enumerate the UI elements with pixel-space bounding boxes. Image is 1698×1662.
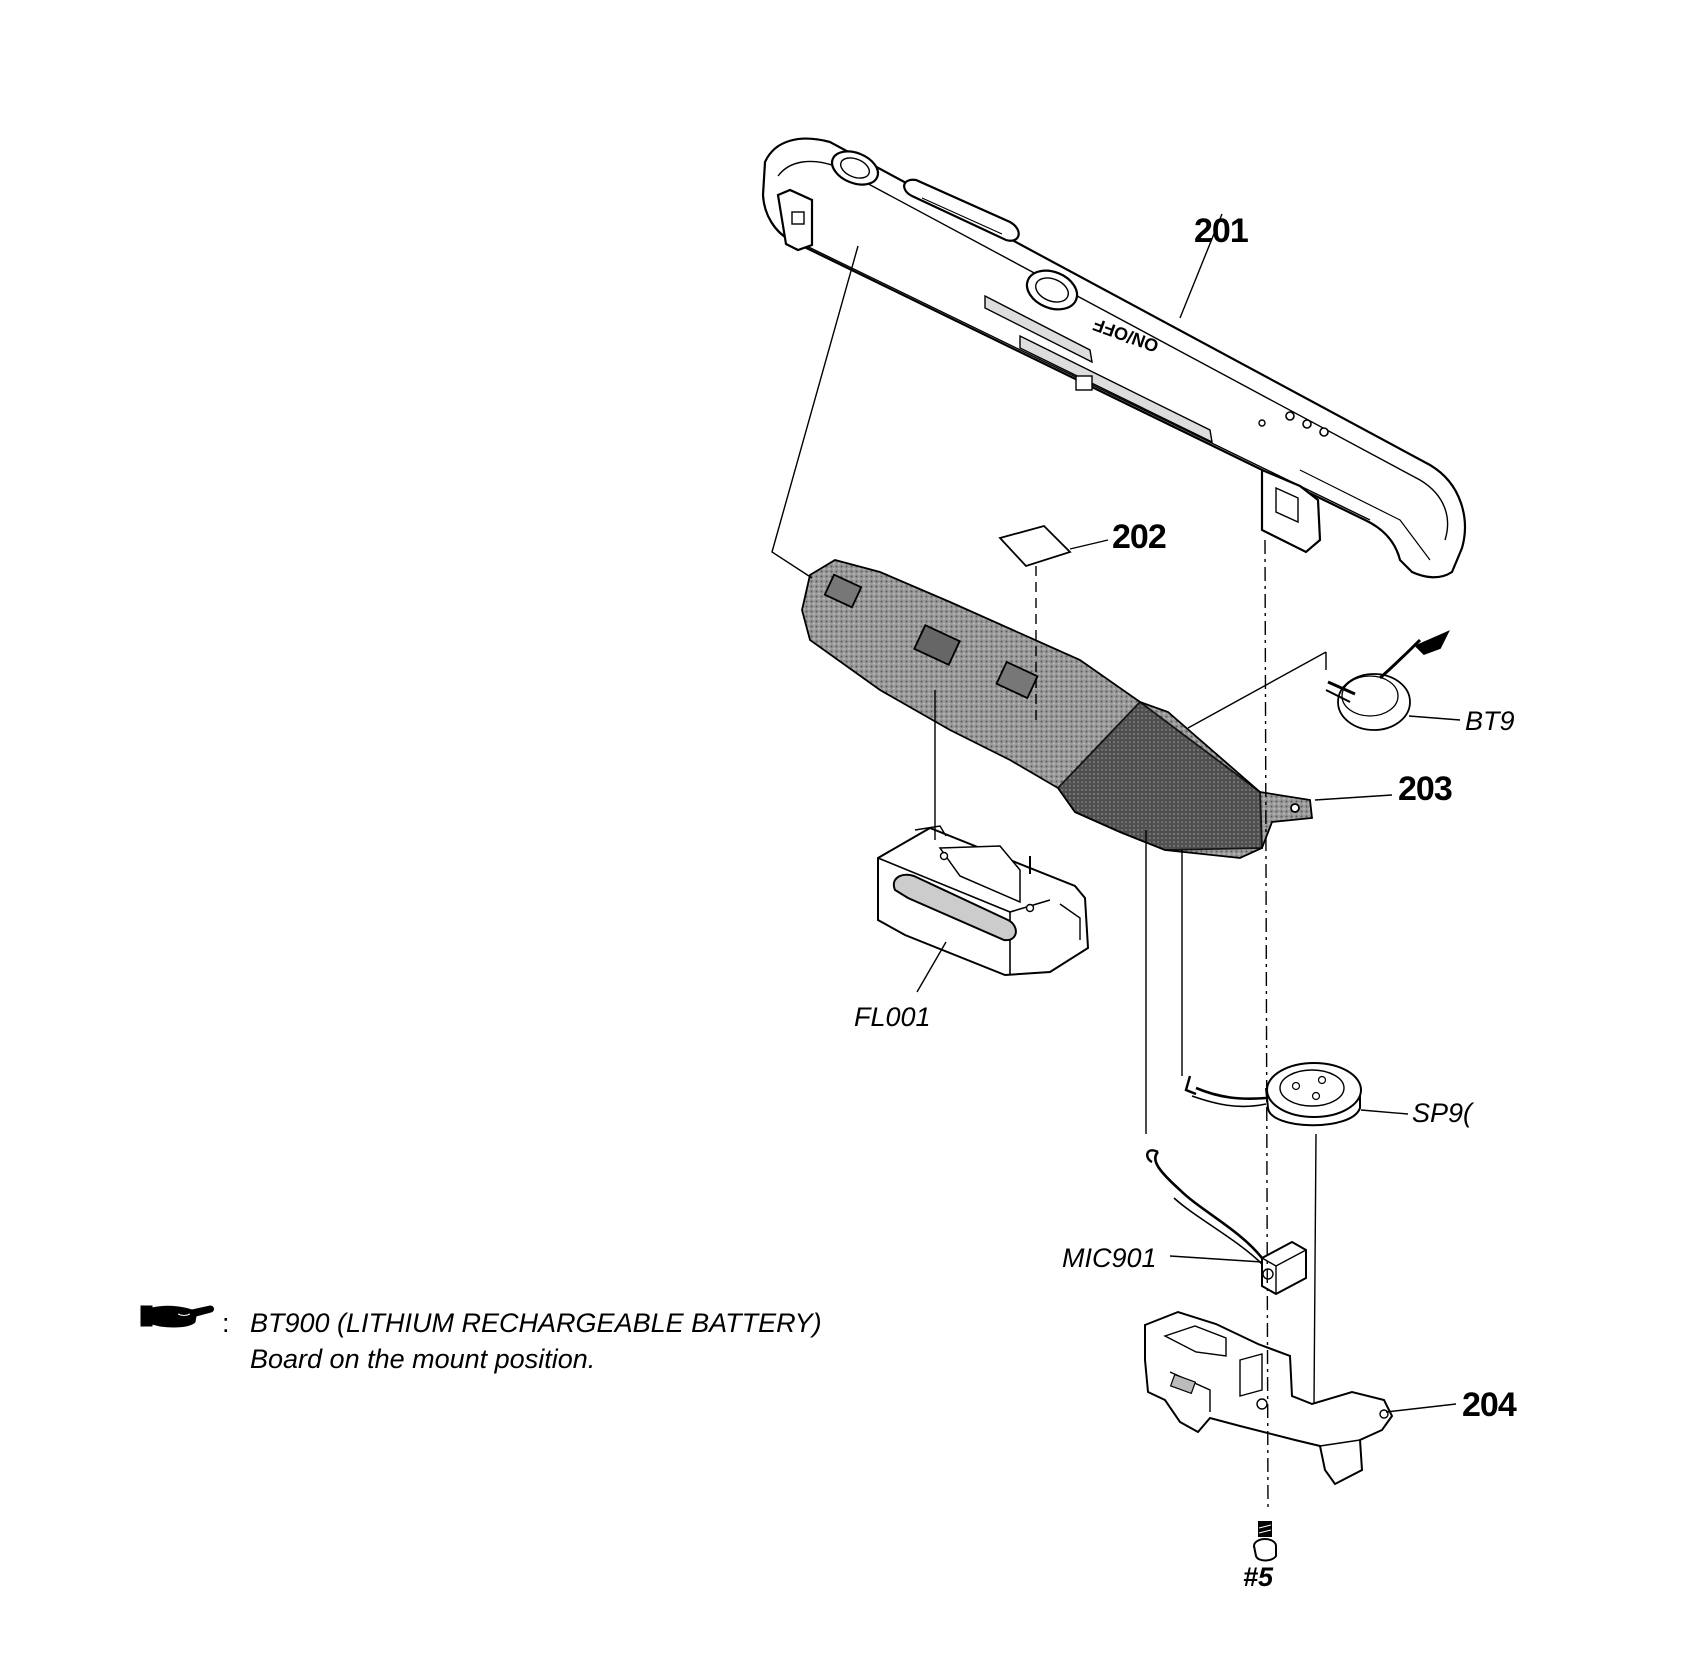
label-201: 201 — [1194, 212, 1249, 250]
label-204: 204 — [1462, 1386, 1517, 1424]
screw-5 — [1253, 1521, 1277, 1562]
note-line-2: Board on the mount position. — [250, 1344, 596, 1374]
label-fl001: FL001 — [854, 1002, 931, 1032]
top-cover-201 — [761, 137, 1466, 579]
coin-battery-bt9 — [1325, 630, 1450, 731]
pointing-hand-icon — [140, 1305, 214, 1328]
note-line-1: BT900 (LITHIUM RECHARGEABLE BATTERY) — [250, 1308, 822, 1338]
flash-unit-fl001 — [877, 825, 1090, 977]
microphone-mic901 — [1146, 1149, 1307, 1296]
label-sp9: SP9( — [1412, 1098, 1473, 1128]
circuit-board-203 — [801, 559, 1313, 859]
note-colon: : — [222, 1308, 230, 1338]
assembly-guide-lines — [771, 213, 1461, 1511]
label-mic901: MIC901 — [1062, 1243, 1157, 1273]
label-202: 202 — [1112, 518, 1167, 556]
mounting-bracket-204 — [1144, 1310, 1394, 1486]
label-screw-5: #5 — [1243, 1562, 1274, 1592]
battery-note: : BT900 (LITHIUM RECHARGEABLE BATTERY) B… — [138, 1305, 822, 1377]
speaker-sp9 — [1184, 1062, 1362, 1127]
label-203: 203 — [1398, 770, 1453, 808]
sheet-202 — [998, 524, 1072, 568]
label-bt9: BT9 — [1465, 706, 1515, 736]
